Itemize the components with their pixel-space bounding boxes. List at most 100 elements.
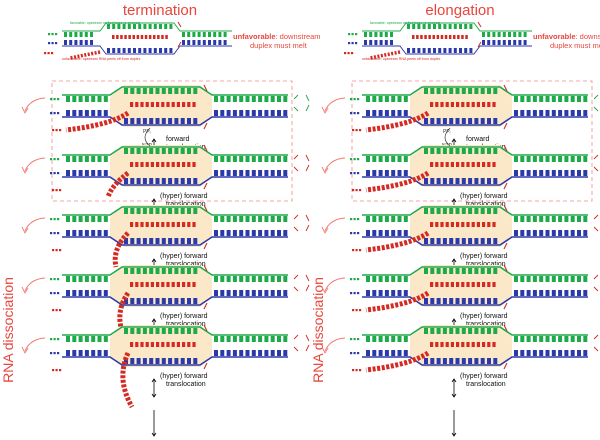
template-base: [78, 336, 83, 342]
nontemplate-base: [436, 298, 441, 304]
template-base: [461, 148, 466, 154]
nontemplate-base: [149, 178, 154, 184]
template-base: [84, 336, 89, 342]
step-arrow-head: [451, 318, 457, 323]
rna-base: [461, 102, 465, 107]
template-base: [78, 276, 83, 282]
upstream-dots: [57, 158, 60, 161]
template-base: [577, 336, 581, 342]
template-base: [520, 276, 525, 282]
rna-base: [466, 342, 470, 347]
template-base: [487, 88, 491, 94]
upstream-dots: [53, 172, 56, 175]
rna-base: [182, 282, 186, 287]
template-base: [532, 156, 537, 162]
upstream-dots: [353, 172, 356, 175]
template-base: [103, 96, 108, 102]
nontemplate-base: [124, 118, 128, 124]
nontemplate-base: [514, 290, 518, 296]
template-base: [133, 24, 136, 29]
rna-dots: [52, 369, 55, 372]
template-base: [270, 336, 275, 342]
nontemplate-base: [258, 230, 263, 236]
rna-dots: [47, 52, 50, 55]
template-base: [520, 96, 525, 102]
rna-base: [456, 102, 460, 107]
nontemplate-base: [143, 48, 147, 53]
template-base: [72, 216, 77, 222]
nontemplate-base: [251, 290, 256, 296]
nontemplate-base: [508, 40, 511, 45]
termination-complex-4: [21, 264, 310, 338]
rna-base: [466, 162, 470, 167]
nontemplate-base: [155, 118, 160, 124]
dissociation-arrow-head: [21, 106, 29, 114]
nontemplate-base: [124, 178, 128, 184]
nontemplate-base: [161, 298, 166, 304]
template-base: [369, 32, 373, 37]
nontemplate-base: [474, 178, 479, 184]
template-base: [72, 336, 77, 342]
polymerase-bubble: [410, 325, 512, 367]
template-base: [232, 336, 237, 342]
rna-base: [136, 35, 140, 39]
nontemplate-base: [214, 230, 218, 236]
template-base: [372, 216, 377, 222]
nontemplate-base: [436, 178, 441, 184]
rna-base: [135, 342, 139, 347]
template-base: [187, 148, 191, 154]
nontemplate-base: [142, 118, 147, 124]
upstream-dots: [53, 352, 56, 355]
rna-dots: [52, 309, 55, 312]
rna-base: [428, 35, 431, 39]
upstream-dots: [57, 352, 60, 355]
rna-dots: [355, 249, 358, 252]
nontemplate-base: [449, 298, 454, 304]
template-base: [78, 156, 83, 162]
nontemplate-base: [564, 110, 569, 116]
upstream-dots: [357, 338, 360, 341]
nontemplate-base: [264, 230, 269, 236]
nontemplate-base: [84, 40, 88, 45]
nontemplate-base: [124, 298, 128, 304]
upstream-dots: [357, 158, 360, 161]
nontemplate-base: [164, 48, 168, 53]
nontemplate-base: [487, 358, 491, 364]
nontemplate-base: [442, 118, 447, 124]
rna-base: [456, 222, 460, 227]
nontemplate-base: [539, 170, 544, 176]
template-base: [187, 88, 191, 94]
nontemplate-base: [245, 290, 250, 296]
template-base: [168, 88, 173, 94]
template-base: [379, 32, 383, 37]
rna-dots: [359, 309, 362, 312]
nontemplate-base: [91, 110, 96, 116]
nontemplate-base: [283, 350, 288, 356]
upstream-dots: [357, 112, 360, 115]
nontemplate-base: [66, 110, 70, 116]
upstream-dots: [55, 33, 58, 36]
template-base: [270, 276, 275, 282]
nontemplate-base: [564, 230, 569, 236]
rna-base: [445, 282, 449, 287]
nontemplate-base: [514, 350, 518, 356]
nontemplate-base: [239, 350, 244, 356]
rna-dots: [55, 129, 58, 132]
nontemplate-base: [277, 170, 281, 176]
nontemplate-base: [117, 48, 121, 53]
template-base: [526, 156, 531, 162]
nontemplate-base: [564, 350, 569, 356]
template-base: [570, 96, 575, 102]
nontemplate-base: [258, 170, 263, 176]
nontemplate-base: [564, 290, 569, 296]
dissociation-arrow: [24, 277, 46, 292]
template-base: [130, 148, 135, 154]
template-base: [436, 328, 441, 334]
rna-base: [135, 162, 139, 167]
rna-base: [161, 342, 165, 347]
nontemplate-base: [112, 48, 116, 53]
template-base: [251, 216, 256, 222]
template-base: [403, 96, 408, 102]
template-base: [372, 156, 377, 162]
nontemplate-base: [551, 230, 556, 236]
